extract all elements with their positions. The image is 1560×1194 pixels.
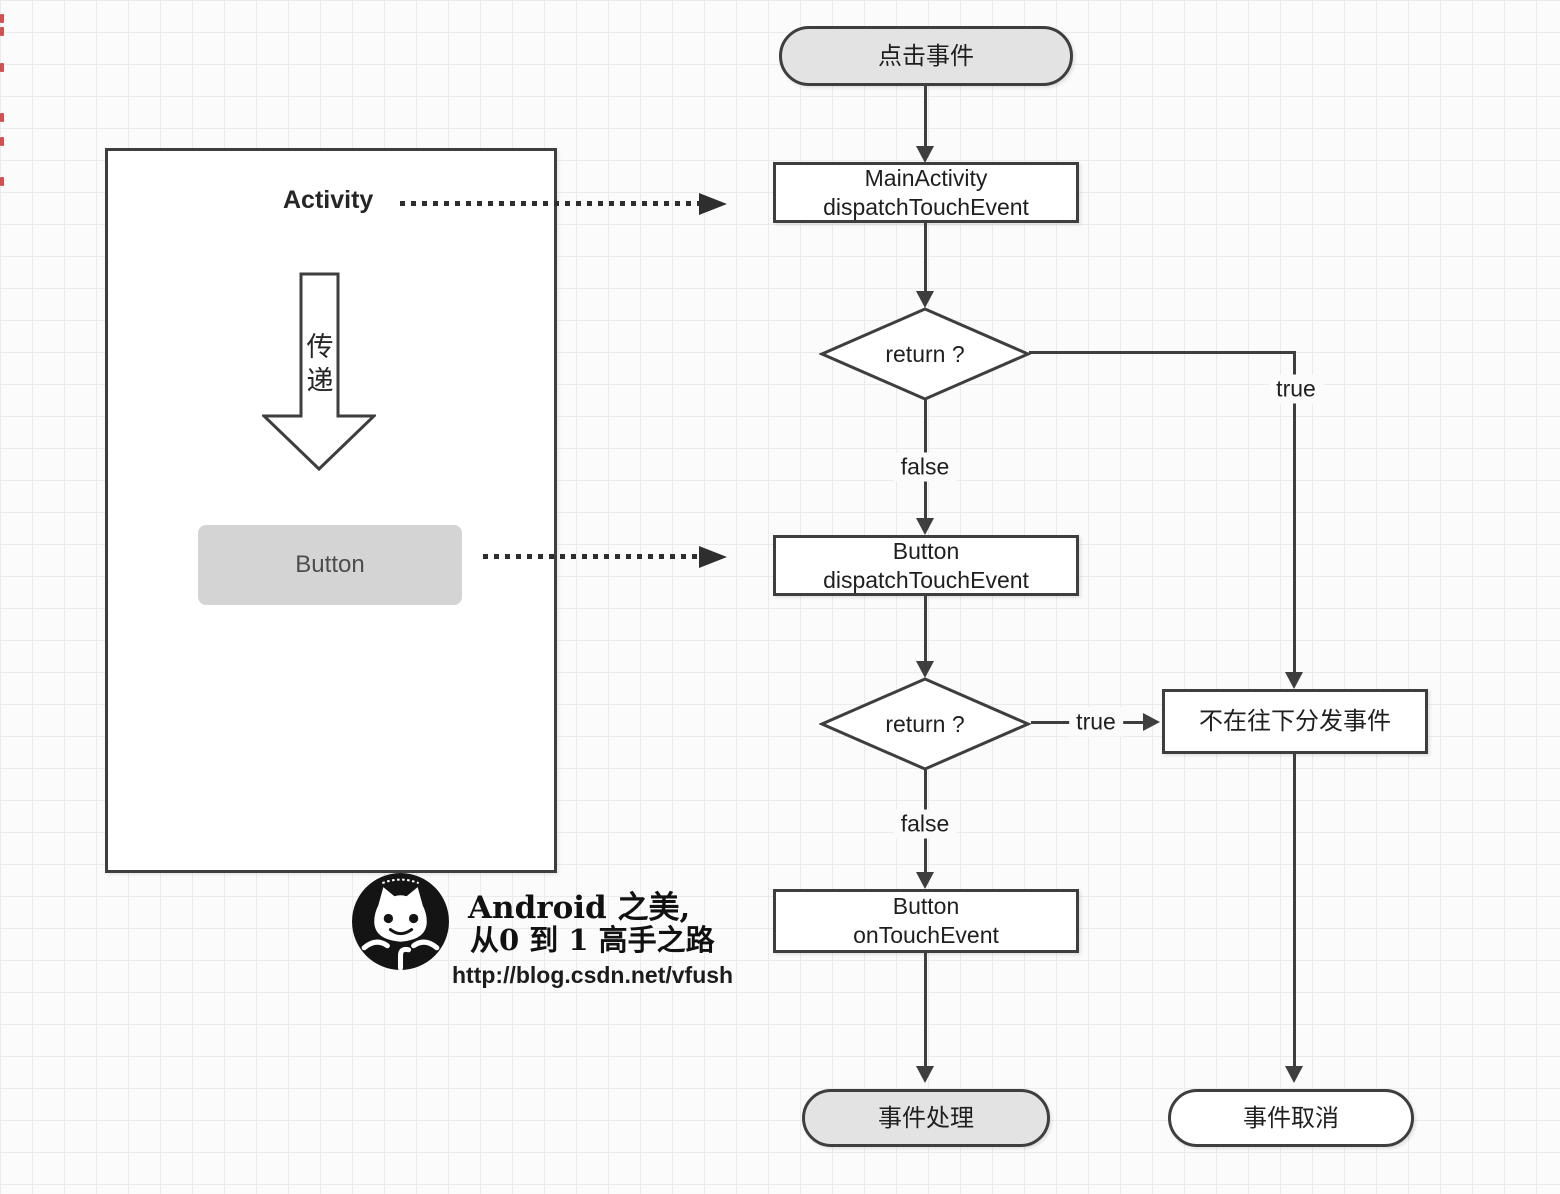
connector-line — [1293, 351, 1296, 674]
arrowhead-right-icon — [1143, 713, 1160, 731]
flow-start-label: 点击事件 — [878, 42, 974, 70]
brand-title-line1: Android 之美, — [468, 890, 691, 926]
arrowhead-right-icon — [699, 546, 727, 568]
node-line: Button — [892, 537, 960, 564]
node-line: onTouchEvent — [853, 922, 999, 948]
blog-url: http://blog.csdn.net/vfush — [452, 962, 734, 988]
node-line: MainActivity — [864, 164, 988, 191]
arrowhead-down-icon — [916, 146, 934, 163]
arrowhead-down-icon — [916, 661, 934, 678]
node-line: 不在往下分发事件 — [1199, 708, 1391, 735]
red-edge-mark — [0, 63, 4, 72]
arrowhead-down-icon — [916, 1066, 934, 1083]
decision-diamond-2: return ? — [819, 676, 1031, 772]
edge-label-false-1: false — [893, 452, 957, 482]
brand-title-line2: 从0 到 1 高手之路 — [470, 923, 715, 957]
connector-line — [1029, 351, 1296, 354]
edge-label-true-2: true — [1069, 707, 1123, 737]
node-line: dispatchTouchEvent — [823, 193, 1029, 220]
edge-label-false-2: false — [893, 809, 957, 839]
arrowhead-down-icon — [916, 291, 934, 308]
flow-start-node: 点击事件 — [779, 26, 1073, 86]
arrowhead-down-icon — [916, 872, 934, 889]
red-edge-mark — [0, 137, 4, 146]
button-view-label: Button — [295, 551, 365, 578]
flow-end-handled: 事件处理 — [802, 1089, 1050, 1147]
decision1-label: return ? — [885, 340, 965, 367]
pass-label: 传递 — [306, 332, 334, 396]
diamond-shape-icon — [819, 677, 1031, 771]
activity-label: Activity — [283, 186, 374, 214]
node-button-ontouch: Button onTouchEvent — [773, 889, 1079, 953]
connector-line — [1293, 754, 1296, 1068]
flow-end-cancelled-label: 事件取消 — [1243, 1104, 1339, 1132]
button-view: Button — [198, 525, 462, 605]
node-mainactivity-dispatch: MainActivity dispatchTouchEvent — [773, 162, 1079, 223]
connector-line — [924, 953, 927, 1068]
connector-line — [924, 223, 927, 293]
activity-dotted-connector — [400, 201, 700, 206]
pass-down-arrow-icon — [262, 272, 376, 472]
red-edge-mark — [0, 113, 4, 122]
github-octocat-logo-icon — [352, 873, 449, 971]
node-stop-dispatch: 不在往下分发事件 — [1162, 689, 1428, 754]
button-dotted-connector — [483, 554, 700, 559]
arrowhead-down-icon — [1285, 672, 1303, 689]
decision-diamond-1: return ? — [819, 306, 1031, 402]
arrowhead-down-icon — [1285, 1066, 1303, 1083]
node-line: dispatchTouchEvent — [823, 566, 1029, 593]
red-edge-mark — [0, 14, 4, 23]
red-edge-mark — [0, 177, 4, 186]
red-edge-mark — [0, 27, 4, 36]
decision2-label: return ? — [885, 710, 965, 737]
connector-line — [924, 596, 927, 663]
flow-end-handled-label: 事件处理 — [878, 1104, 974, 1132]
node-line: Button — [892, 893, 960, 919]
activity-container — [105, 148, 557, 873]
arrowhead-down-icon — [916, 518, 934, 535]
flow-end-cancelled: 事件取消 — [1168, 1089, 1414, 1147]
arrowhead-right-icon — [699, 193, 727, 215]
edge-label-true-1: true — [1269, 374, 1323, 404]
node-button-dispatch: Button dispatchTouchEvent — [773, 535, 1079, 596]
connector-line — [924, 86, 927, 148]
